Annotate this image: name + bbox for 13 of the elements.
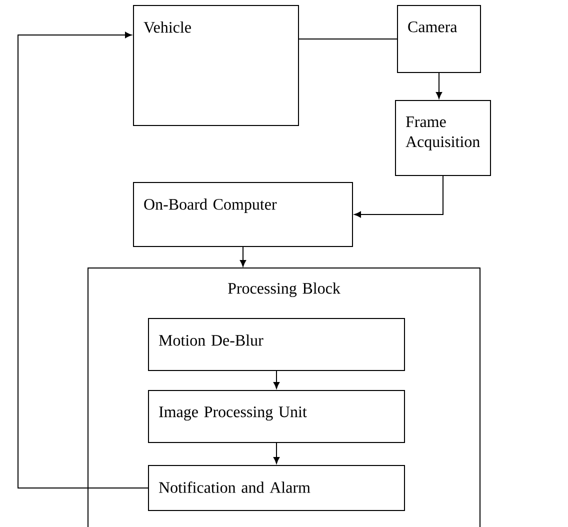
arrow — [436, 72, 442, 99]
arrow — [273, 370, 280, 389]
process-box: On-Board Computer — [133, 182, 353, 247]
process-box: Vehicle — [133, 5, 299, 126]
arrow — [240, 246, 246, 267]
process-box: Motion De-Blur — [148, 318, 405, 371]
process-box: Camera — [397, 5, 481, 73]
arrow — [273, 442, 280, 464]
arrow — [354, 176, 444, 218]
process-box: Image Processing Unit — [148, 390, 405, 443]
process-box: Frame Acquisition — [395, 100, 491, 176]
arrow — [18, 32, 148, 488]
process-box: Notification and Alarm — [148, 465, 405, 511]
